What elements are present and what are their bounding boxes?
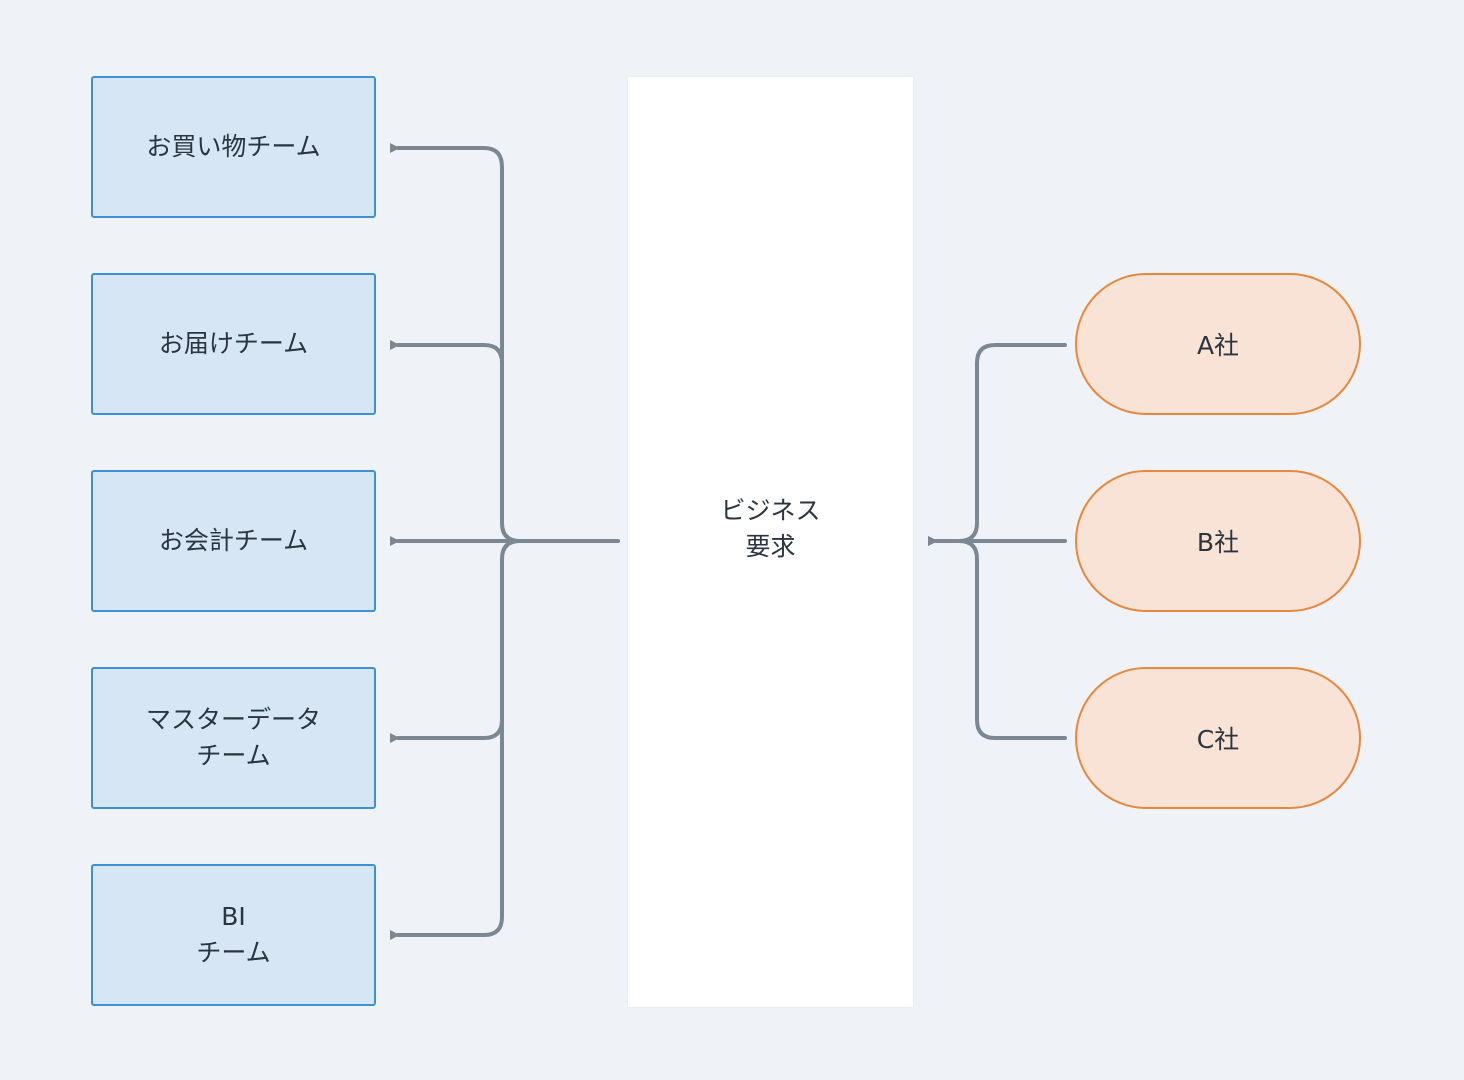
company-pill-a[interactable]: A社 <box>1075 273 1361 415</box>
business-requirements-label: ビジネス 要求 <box>720 496 821 561</box>
team-label: BI チーム <box>196 902 271 967</box>
connector-to-team-4 <box>390 539 522 743</box>
connector-from-company-c <box>957 539 1067 740</box>
team-box-checkout[interactable]: お会計チーム <box>91 470 376 612</box>
team-box-delivery[interactable]: お届けチーム <box>91 273 376 415</box>
connector-from-company-a <box>928 343 1067 546</box>
team-label: マスターデータ チーム <box>145 705 321 770</box>
company-label: C社 <box>1196 725 1240 754</box>
company-label: A社 <box>1196 331 1240 360</box>
team-box-bi[interactable]: BI チーム <box>91 864 376 1006</box>
team-label: お買い物チーム <box>146 132 321 161</box>
team-box-shopping[interactable]: お買い物チーム <box>91 76 376 218</box>
business-requirements-panel: ビジネス 要求 <box>628 77 913 1007</box>
company-label: B社 <box>1196 528 1240 557</box>
team-label: お会計チーム <box>158 526 309 555</box>
connector-to-team-5 <box>390 718 504 940</box>
connector-to-team-2 <box>390 340 504 365</box>
company-pill-c[interactable]: C社 <box>1075 667 1361 809</box>
team-box-master-data[interactable]: マスターデータ チーム <box>91 667 376 809</box>
company-pill-b[interactable]: B社 <box>1075 470 1361 612</box>
team-label: お届けチーム <box>158 329 309 358</box>
